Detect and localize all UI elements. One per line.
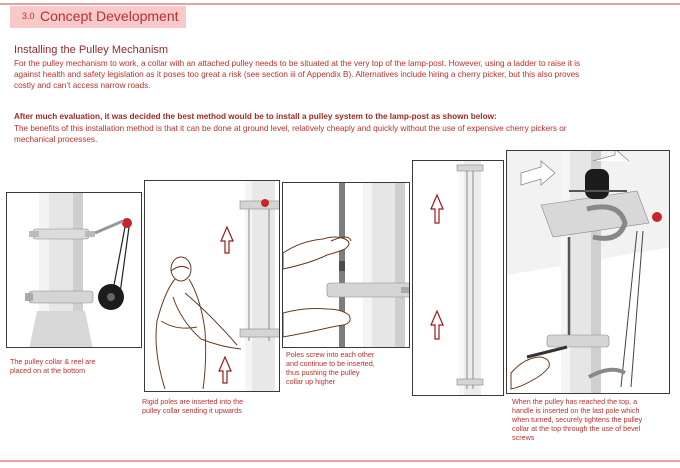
section-title: Installing the Pulley Mechanism: [14, 44, 169, 56]
up-arrow-icon: [430, 193, 444, 224]
step-3-illustration: [282, 182, 410, 348]
intro-line-1: For the pulley mechanism to work, a coll…: [14, 59, 581, 68]
lower-collar: [546, 334, 610, 348]
pulley-wheel: [122, 218, 132, 228]
intro-line-3: costly and can’t access narrow roads.: [14, 81, 151, 90]
rotate-arrow-icon: [588, 367, 626, 379]
caption-step-1: The pulley collar & reel are placed on a…: [10, 357, 96, 375]
lamp-post: [459, 161, 481, 395]
pulley-wheel: [652, 212, 662, 222]
pulley-collar: [239, 200, 279, 210]
benefits-line-1: The benefits of this installation method…: [14, 124, 567, 133]
method-statement: After much evaluation, it was decided th…: [14, 112, 497, 121]
section-number: 3.0: [22, 11, 35, 21]
step-4-illustration: [412, 160, 504, 396]
lower-collar: [28, 290, 94, 304]
up-arrow-icon: [218, 355, 232, 384]
upper-hand: [283, 236, 352, 270]
up-arrow-icon: [220, 225, 234, 254]
pulley-collar: [326, 282, 409, 298]
hand-on-handle: [510, 356, 550, 390]
caption-step-3: Poles screw into each other and continue…: [286, 350, 375, 386]
turning-handle: [526, 345, 568, 359]
upper-collar: [32, 228, 90, 240]
step-2-illustration: [144, 180, 280, 392]
lower-hand: [283, 308, 351, 338]
top-rule: [0, 3, 680, 5]
step-5-illustration: [506, 150, 670, 394]
caption-step-5: When the pulley has reached the top, a h…: [512, 397, 643, 442]
caption-step-2: Rigid poles are inserted into the pulley…: [142, 397, 244, 415]
page-title: Concept Development: [40, 8, 179, 24]
bottom-rule: [0, 460, 680, 462]
step-1-illustration: [6, 192, 142, 348]
rotate-arrow-icon: [586, 204, 628, 241]
benefits-line-2: mechanical processes.: [14, 135, 98, 144]
up-arrow-icon: [430, 309, 444, 340]
reel: [585, 169, 609, 199]
section-header-box: [10, 6, 186, 28]
right-arrow-icon: [520, 160, 556, 186]
intro-line-2: against health and safety legislation as…: [14, 70, 580, 79]
man-figure: [155, 256, 242, 390]
